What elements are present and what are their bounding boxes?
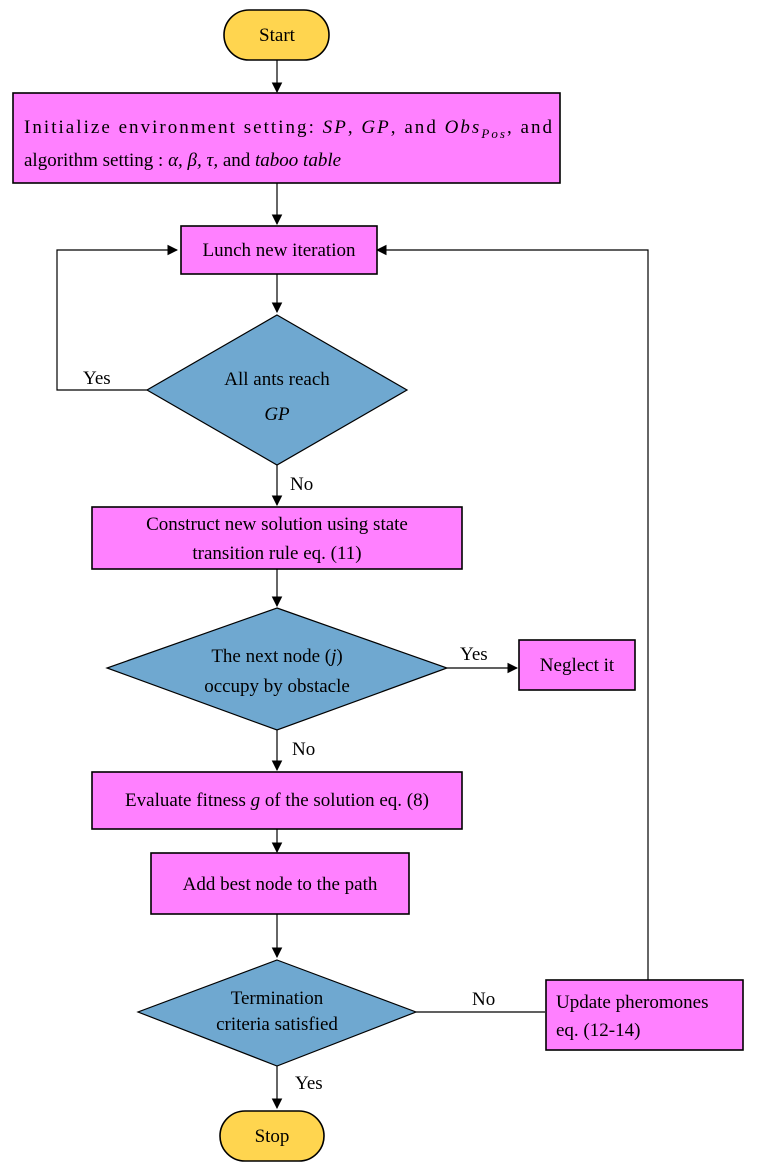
construct-line-1: Construct new solution using state [146, 514, 408, 535]
update-box: Update pheromones eq. (12-14) [545, 979, 744, 1051]
decision-all-ants-shape [145, 314, 409, 466]
lunch-box: Lunch new iteration [180, 225, 378, 275]
init-shape [12, 92, 561, 184]
d3-no-label: No [472, 989, 495, 1010]
decision-termination-line-2: criteria satisfied [216, 1014, 338, 1035]
d2-yes-label: Yes [460, 644, 488, 665]
decision-all-ants-line-1: All ants reach [224, 369, 330, 390]
decision-all-ants-line-2: GP [264, 404, 290, 425]
addbest-box: Add best node to the path [150, 852, 410, 915]
evaluate-b: of the solution eq. (8) [265, 790, 429, 811]
d2-l1a: The next node ( [211, 646, 331, 667]
init-c1: , [348, 117, 353, 138]
lunch-label: Lunch new iteration [202, 240, 356, 261]
evaluate-shape [91, 771, 463, 830]
decision-next-node-line-2: occupy by obstacle [204, 676, 350, 697]
update-shape [545, 979, 744, 1051]
decision-next-node-line-1: The next node (j) [211, 646, 342, 667]
d1-no-label: No [290, 474, 313, 495]
init-obs: Obs [445, 117, 480, 138]
d3-yes-label: Yes [295, 1073, 323, 1094]
evaluate-a: Evaluate fitness [125, 790, 246, 811]
arrow-d1-yes-loop [56, 244, 179, 391]
decision-all-ants: All ants reach GP [145, 314, 409, 466]
construct-line-2: transition rule eq. (11) [192, 543, 361, 564]
d2-l1b: ) [336, 646, 342, 667]
d1-yes-label: Yes [83, 368, 111, 389]
init-params: α, β, τ, [168, 150, 218, 171]
start-shape [223, 9, 330, 61]
decision-termination-shape [136, 959, 418, 1067]
construct-shape [91, 506, 463, 570]
d2-j: j [328, 646, 336, 667]
update-line-1: Update pheromones [556, 992, 708, 1013]
init-box: Initialize environment setting: SP, GP, … [12, 92, 561, 184]
arrow-update-to-lunch [375, 244, 649, 980]
init-line-2: algorithm setting : α, β, τ, and taboo t… [24, 150, 341, 171]
evaluate-box: Evaluate fitness g of the solution eq. (… [91, 771, 463, 830]
decision-termination: Termination criteria satisfied [136, 959, 418, 1067]
neglect-label: Neglect it [540, 655, 615, 676]
decision-termination-line-1: Termination [231, 988, 324, 1009]
init-pos: Pos [480, 126, 505, 141]
stop-shape [219, 1110, 325, 1162]
start-label: Start [259, 25, 296, 46]
addbest-label: Add best node to the path [183, 874, 378, 895]
lunch-shape [180, 225, 378, 275]
stop-terminal: Stop [219, 1110, 325, 1162]
construct-box: Construct new solution using state trans… [91, 506, 463, 570]
neglect-box: Neglect it [518, 639, 636, 691]
stop-label: Stop [255, 1126, 290, 1147]
decision-next-node: The next node (j) occupy by obstacle [105, 607, 449, 731]
d2-no-label: No [292, 739, 315, 760]
evaluate-g: g [251, 790, 261, 811]
init-line-1: Initialize environment setting: SP, GP, … [24, 117, 552, 141]
init-l2-and: and [223, 150, 251, 171]
init-l1a: Initialize environment setting: [24, 117, 314, 138]
evaluate-label: Evaluate fitness g of the solution eq. (… [125, 790, 429, 811]
neglect-shape [518, 639, 636, 691]
start-terminal: Start [223, 9, 330, 61]
init-sp: SP [323, 117, 347, 138]
update-line-2: eq. (12-14) [556, 1020, 640, 1041]
addbest-shape [150, 852, 410, 915]
connectors [56, 60, 649, 1110]
init-taboo: taboo table [255, 150, 341, 171]
init-l2a: algorithm setting : [24, 150, 163, 171]
decision-next-node-shape [105, 607, 449, 731]
